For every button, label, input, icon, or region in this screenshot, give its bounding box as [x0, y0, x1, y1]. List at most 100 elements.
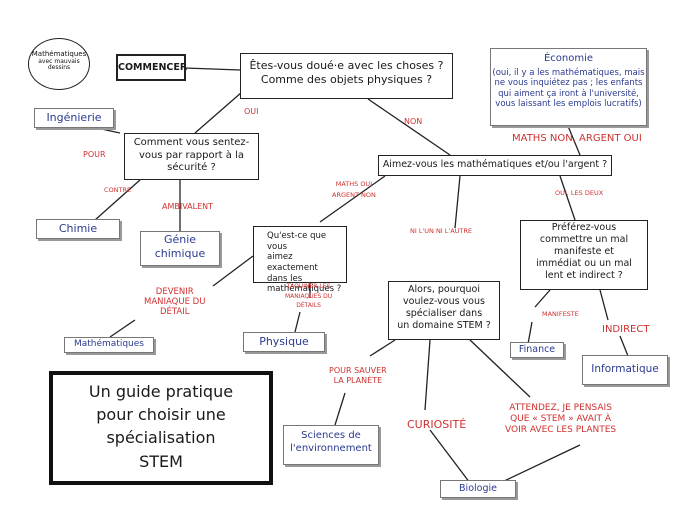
edge-label-plants: ATTENDEZ, JE PENSAIS QUE « STEM » AVAIT …	[505, 403, 616, 435]
question-why-stem[interactable]: Alors, pourquoi voulez-vous vous spécial…	[388, 281, 500, 340]
outcome-chemical-engineering-line2: chimique	[154, 246, 206, 260]
outcome-chemical-engineering-line1: Génie	[163, 233, 197, 246]
edge-label-money-no: ARGENT NON	[332, 190, 376, 199]
outcome-chemical-engineering[interactable]: Génie chimique	[140, 231, 220, 266]
edge-q3-neither	[454, 175, 461, 229]
question-why-stem-line2: voulez-vous vous	[403, 295, 485, 307]
question-good-with-things[interactable]: Êtes-vous doué·e avec les choses ? Comme…	[240, 53, 453, 99]
economics-note-line1: (oui, il y a les mathématiques, mais	[492, 67, 645, 78]
question-what-love-math-line3: dans les	[267, 273, 303, 284]
edge-label-plants-line2: QUE « STEM » AVAIT À	[510, 413, 612, 424]
economics-note-line3: qui aiment ça iront à l'université,	[498, 88, 639, 99]
question-why-stem-line1: Alors, pourquoi	[408, 284, 480, 295]
edge-label-become-maniac-line3: DÉTAIL	[159, 307, 190, 318]
outcome-finance-label: Finance	[518, 344, 556, 355]
edge-label-no: NON	[404, 117, 423, 126]
economics-note-line2: ne vous inquiétez pas ; les enfants	[494, 78, 643, 89]
economics-note-line4: vous laissant les emplois lucratifs)	[495, 99, 642, 110]
outcome-environmental-science-line2: l'environnement	[290, 442, 372, 454]
question-what-love-math-line1: Qu'est-ce que vous	[267, 231, 327, 252]
outcome-physics[interactable]: Physique	[243, 332, 325, 352]
edge-q6-overt-fin	[527, 321, 533, 345]
edge-label-math-no-money-yes: MATHS NON, ARGENT OUI	[512, 133, 642, 144]
edge-label-yes: OUI	[244, 107, 259, 116]
edge-label-both: OUI, LES DEUX	[555, 189, 604, 197]
question-security-line3: sécurité ?	[167, 162, 216, 173]
edge-label-overt: MANIFESTE	[542, 310, 579, 318]
edge-label-math-yes-money-no: MATHS OUI ARGENT NON	[332, 180, 376, 200]
outcome-computer-science-label: Informatique	[591, 363, 659, 375]
edge-q5-save-env	[334, 392, 346, 426]
outcome-chemistry[interactable]: Chimie	[36, 219, 120, 239]
edge-q3-mathyes	[319, 175, 386, 223]
outcome-engineering[interactable]: Ingénierie	[34, 108, 114, 128]
question-security-line1: Comment vous sentez-	[133, 137, 250, 148]
edge-label-become-maniac-line2: MANIAQUE DU	[144, 297, 206, 308]
question-good-with-things-line2: Comme des objets physiques ?	[260, 72, 433, 86]
title-badge-line2: avec mauvais	[38, 57, 80, 65]
outcome-finance[interactable]: Finance	[510, 342, 564, 358]
question-security-line2: vous par rapport à la	[138, 149, 244, 161]
edge-label-math-yes: MATHS OUI	[335, 180, 373, 188]
edge-q5-plants	[469, 339, 531, 398]
question-what-love-math-line4: mathématiques ?	[267, 284, 342, 295]
edge-econ	[567, 125, 581, 156]
start-box[interactable]: COMMENCER	[116, 54, 187, 81]
guide-title-line2: pour choisir une	[96, 405, 226, 425]
question-why-stem-line3: spécialiser dans	[405, 307, 483, 319]
edge-start-to-q1	[184, 67, 241, 71]
economics-box[interactable]: Économie (oui, il y a les mathématiques,…	[490, 48, 647, 126]
outcome-computer-science[interactable]: Informatique	[582, 355, 668, 385]
title-badge-line1: Mathématiques	[31, 50, 87, 58]
edge-label-plants-line3: VOIR AVEC LES PLANTES	[505, 424, 617, 435]
edge-label-save-planet: POUR SAUVER LA PLANÈTE	[329, 366, 387, 385]
question-what-love-math-line2: aimez exactement	[267, 252, 318, 273]
edge-label-ambivalent: AMBIVALENT	[162, 202, 214, 211]
guide-title-line4: STEM	[139, 451, 183, 471]
edge-q1-yes	[194, 91, 243, 134]
outcome-environmental-science[interactable]: Sciences de l'environnement	[283, 425, 379, 465]
guide-title-box: Un guide pratique pour choisir une spéci…	[49, 371, 273, 485]
edge-q6-indirect	[599, 289, 609, 321]
question-prefer-evil-line4: immédiat ou un mal	[536, 257, 632, 269]
edge-label-tease-maniacs: TAQUINER LES MANIAQUES DU DÉTAILS	[285, 282, 332, 311]
question-math-money[interactable]: Aimez-vous les mathématiques et/ou l'arg…	[378, 155, 612, 176]
outcome-mathematics-label: Mathématiques	[73, 339, 144, 349]
edge-q3-both	[559, 175, 576, 221]
edge-label-neither: NI L'UN NI L'AUTRE	[410, 227, 472, 235]
question-what-love-math[interactable]: Qu'est-ce que vous aimez exactement dans…	[253, 226, 347, 294]
edge-label-save-line2: LA PLANÈTE	[333, 375, 383, 385]
question-security[interactable]: Comment vous sentez- vous par rapport à …	[124, 133, 259, 180]
title-badge: Mathématiques avec mauvais dessins	[28, 38, 90, 90]
guide-title-line1: Un guide pratique	[88, 382, 234, 401]
question-prefer-evil-line2: commettre un mal	[539, 233, 629, 245]
question-math-money-text: Aimez-vous les mathématiques et/ou l'arg…	[382, 159, 608, 170]
edge-q5-plants-bio	[499, 444, 581, 484]
edge-q4-tease-phys	[294, 311, 301, 333]
outcome-mathematics[interactable]: Mathématiques	[64, 337, 154, 353]
edge-q4-maniac-math	[109, 319, 136, 338]
outcome-physics-label: Physique	[259, 335, 309, 348]
question-prefer-evil-line5: lent et indirect ?	[545, 269, 623, 281]
title-badge-line3: dessins	[47, 64, 71, 72]
economics-title: Économie	[543, 53, 594, 64]
question-good-with-things-line1: Êtes-vous doué·e avec les choses ?	[249, 59, 444, 72]
question-why-stem-line4: un domaine STEM ?	[397, 319, 491, 331]
edge-label-curiosity: CURIOSITÉ	[407, 418, 467, 431]
question-prefer-evil[interactable]: Préférez-vous commettre un mal manifeste…	[520, 220, 648, 290]
edge-q2-for	[91, 126, 121, 134]
edge-label-against: CONTRE	[104, 186, 132, 194]
edge-label-indirect: INDIRECT	[602, 324, 650, 335]
question-prefer-evil-line1: Préférez-vous	[551, 222, 617, 233]
edge-q2-against	[94, 179, 141, 221]
edge-q5-curiosity	[424, 339, 431, 411]
edge-label-tease-line2: MANIAQUES DU	[285, 292, 333, 300]
edge-q6-indirect-cs	[619, 335, 629, 357]
edge-label-tease-line1: TAQUINER LES	[286, 283, 331, 290]
edge-label-save-line1: POUR SAUVER	[329, 366, 387, 375]
outcome-biology[interactable]: Biologie	[440, 480, 516, 498]
question-prefer-evil-line3: manifeste et	[553, 245, 615, 257]
edge-q1-no	[367, 98, 451, 156]
edge-label-for: POUR	[83, 150, 106, 159]
